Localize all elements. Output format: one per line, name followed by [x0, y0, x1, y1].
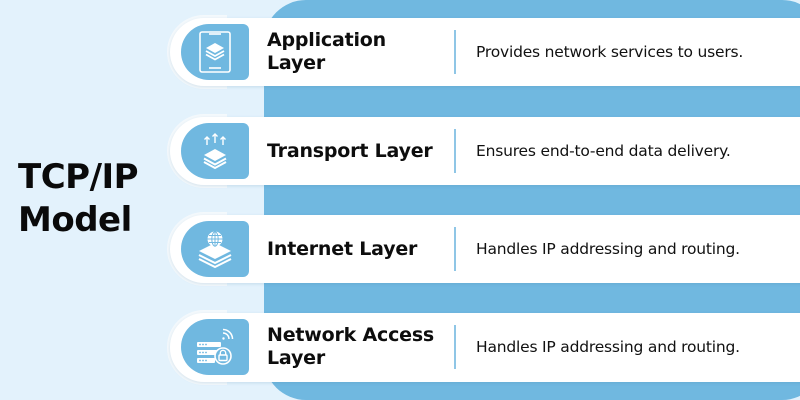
layer-description: Handles IP addressing and routing. [476, 338, 740, 356]
layer-name: Internet Layer [267, 237, 418, 260]
globe-layers-icon [198, 231, 232, 269]
layer-icon-box [181, 319, 249, 375]
divider [454, 325, 456, 369]
layer-card-internet: Internet Layer Handles IP addressing and… [167, 212, 800, 286]
layer-description: Handles IP addressing and routing. [476, 240, 740, 258]
layer-icon-box [181, 24, 249, 80]
layers-upload-icon [203, 133, 227, 170]
layer-name: Network Access Layer [267, 324, 435, 369]
layer-card-network-access: Network Access Layer Handles IP addressi… [167, 310, 800, 385]
diagram-title: TCP/IP Model [18, 156, 168, 242]
mobile-layers-icon [199, 31, 231, 73]
title-line-2: Model [18, 200, 132, 240]
layer-icon-box [181, 123, 249, 179]
layer-card-application: Application Layer Provides network servi… [167, 15, 800, 89]
divider [454, 30, 456, 74]
layer-icon-box [181, 221, 249, 277]
divider [454, 129, 456, 173]
divider [454, 227, 456, 271]
layer-name: Application Layer [267, 29, 386, 74]
layer-name: Transport Layer [267, 139, 433, 162]
layer-description: Provides network services to users. [476, 43, 744, 61]
title-line-1: TCP/IP [18, 157, 139, 197]
layer-description: Ensures end-to-end data delivery. [476, 142, 731, 160]
server-lock-icon [197, 328, 234, 365]
layer-card-transport: Transport Layer Ensures end-to-end data … [167, 114, 800, 188]
